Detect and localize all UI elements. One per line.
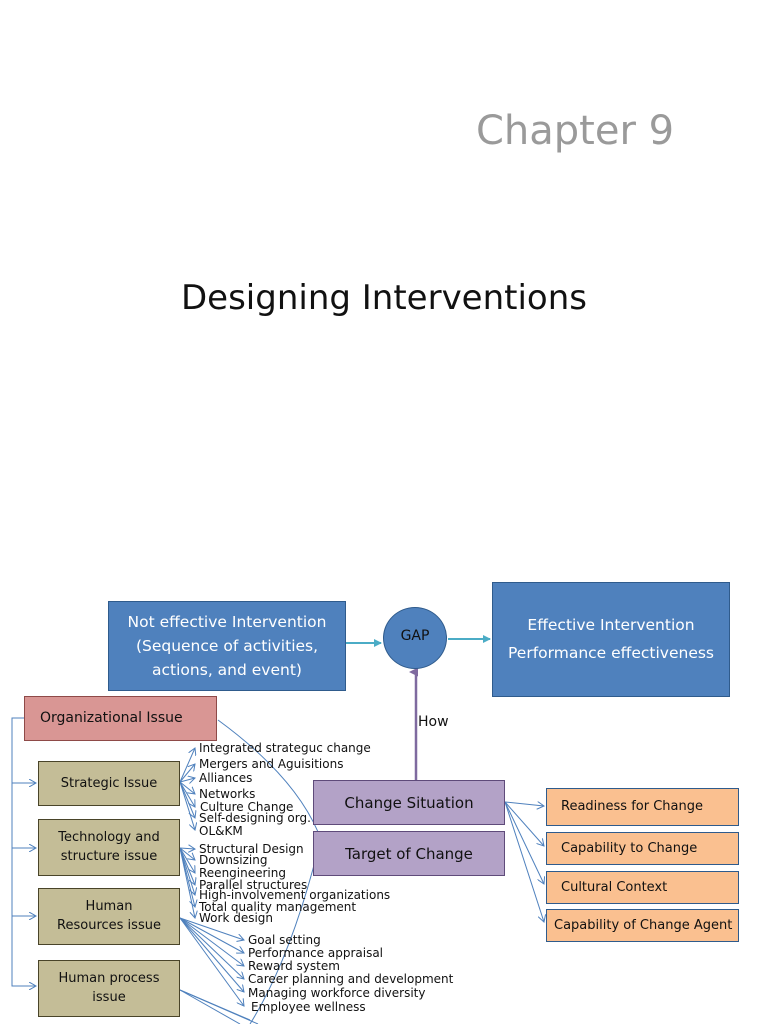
capability-of-change-agent-box: Capability of Change Agent xyxy=(546,909,739,942)
gap-label: GAP xyxy=(400,628,430,644)
strategic-item: Networks xyxy=(199,787,256,801)
readiness-for-change-box: Readiness for Change xyxy=(546,788,739,826)
strategic-item: Alliances xyxy=(199,771,253,785)
human-process-line1: Human process xyxy=(58,971,160,987)
effective-line2: Performance effectiveness xyxy=(507,643,715,662)
technology-issue-line2: structure issue xyxy=(60,848,158,864)
strategic-issue-box: Strategic Issue xyxy=(38,761,180,806)
hr-item: Goal setting xyxy=(248,933,321,947)
strategic-item: Integrated strateguc change xyxy=(199,741,371,755)
strategic-item: Mergers and Aguisitions xyxy=(199,757,344,771)
hr-issue-line2: Resources issue xyxy=(57,917,161,933)
effective-intervention-box: Effective Intervention Performance effec… xyxy=(492,582,730,697)
technology-structure-issue-box: Technology and structure issue xyxy=(38,819,180,876)
technology-item: Work design xyxy=(199,911,274,925)
strategic-item: Self-designing org. xyxy=(199,811,311,825)
technology-item: Parallel structures xyxy=(199,878,308,892)
not-effective-line2: (Sequence of activities, xyxy=(135,636,319,655)
capability-to-change-label: Capability to Change xyxy=(561,840,698,856)
target-of-change-box: Target of Change xyxy=(313,831,505,876)
hr-item: Performance appraisal xyxy=(248,946,384,960)
slide-title: Designing Interventions xyxy=(180,278,587,318)
gap-circle: GAP xyxy=(383,607,447,669)
technology-item: Structural Design xyxy=(199,842,304,856)
hr-item: Employee wellness xyxy=(251,1000,366,1014)
target-of-change-label: Target of Change xyxy=(345,844,473,863)
technology-item: Downsizing xyxy=(199,853,268,867)
capability-to-change-box: Capability to Change xyxy=(546,832,739,865)
cultural-context-label: Cultural Context xyxy=(561,879,668,895)
not-effective-line3: actions, and event) xyxy=(152,661,302,679)
organizational-issue-box: Organizational Issue xyxy=(24,696,217,741)
not-effective-line1: Not effective Intervention xyxy=(127,612,327,631)
strategic-item: OL&KM xyxy=(199,824,243,838)
organizational-issue-label: Organizational Issue xyxy=(40,710,183,727)
strategic-issue-label: Strategic Issue xyxy=(60,775,158,791)
hr-item: Career planning and development xyxy=(248,972,454,986)
readiness-for-change-label: Readiness for Change xyxy=(561,799,703,815)
chapter-label: Chapter 9 xyxy=(476,108,675,154)
change-situation-label: Change Situation xyxy=(344,793,474,812)
how-label: How xyxy=(418,714,449,730)
capability-of-change-agent-label: Capability of Change Agent xyxy=(554,917,733,933)
human-process-issue-box: Human process issue xyxy=(38,960,180,1017)
human-process-line2: issue xyxy=(92,989,126,1005)
effective-line1: Effective Intervention xyxy=(527,616,695,635)
change-situation-box: Change Situation xyxy=(313,780,505,825)
technology-issue-line1: Technology and xyxy=(58,830,160,846)
human-resources-issue-box: Human Resources issue xyxy=(38,888,180,945)
hr-item: Reward system xyxy=(248,959,340,973)
technology-item: Reengineering xyxy=(199,866,286,880)
hr-item: Managing workforce diversity xyxy=(248,986,426,1000)
cultural-context-box: Cultural Context xyxy=(546,871,739,904)
strategic-item: Culture Change xyxy=(200,800,294,814)
hr-issue-line1: Human xyxy=(85,899,133,915)
not-effective-intervention-box: Not effective Intervention (Sequence of … xyxy=(108,601,346,691)
technology-item: Total quality management xyxy=(199,900,357,914)
technology-item: High-involvement organizations xyxy=(199,888,391,902)
